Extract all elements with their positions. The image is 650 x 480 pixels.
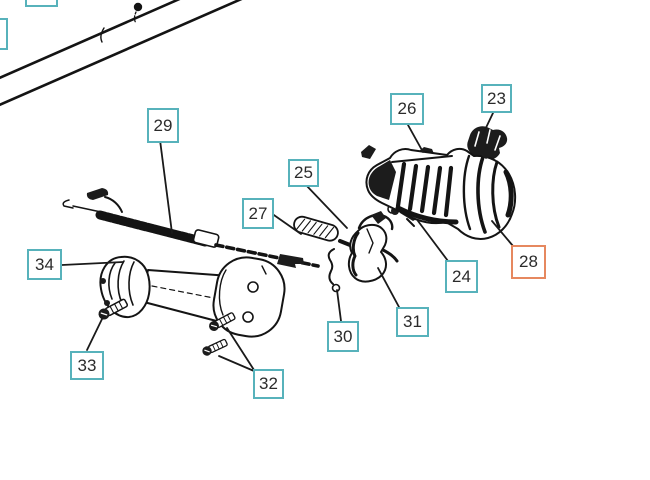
leader-line-26 (407, 124, 424, 153)
callout-25[interactable]: 25 (288, 159, 319, 187)
leader-line-32 (226, 327, 255, 371)
leader-line-31 (377, 267, 400, 308)
leader-lines (61, 112, 514, 372)
handle-screws (98, 298, 236, 356)
leader-line-33 (86, 316, 104, 351)
throttle-trigger (347, 211, 399, 283)
throttle-cable-assembly (62, 188, 320, 268)
leader-line-25 (304, 183, 348, 229)
spring-hook (327, 248, 341, 293)
callout-31[interactable]: 31 (396, 307, 429, 337)
callout-26[interactable]: 26 (390, 93, 424, 125)
callout-32[interactable]: 32 (253, 369, 284, 399)
callout-partial[interactable] (0, 18, 8, 50)
leader-line-27 (270, 212, 302, 235)
leader-line-28 (491, 220, 514, 247)
callout-33[interactable]: 33 (70, 351, 104, 380)
leader-line-34 (61, 261, 124, 266)
callout-30[interactable]: 30 (327, 321, 359, 352)
shaft-tube (0, 0, 243, 107)
callout-24[interactable]: 24 (445, 260, 478, 293)
lower-handle-half (99, 255, 286, 338)
callout-27[interactable]: 27 (242, 198, 274, 229)
leader-line-24 (417, 220, 449, 262)
leader-line-30 (336, 289, 342, 322)
callout-28[interactable]: 28 (511, 245, 546, 279)
callout-29[interactable]: 29 (147, 108, 179, 143)
leader-line-29 (159, 139, 173, 234)
callout-34[interactable]: 34 (27, 249, 62, 280)
leader-line-23 (482, 112, 494, 135)
upper-handle-housing (361, 145, 517, 240)
leader-line-32 (218, 355, 255, 372)
callout-partial[interactable] (25, 0, 58, 7)
callout-23[interactable]: 23 (481, 84, 512, 113)
